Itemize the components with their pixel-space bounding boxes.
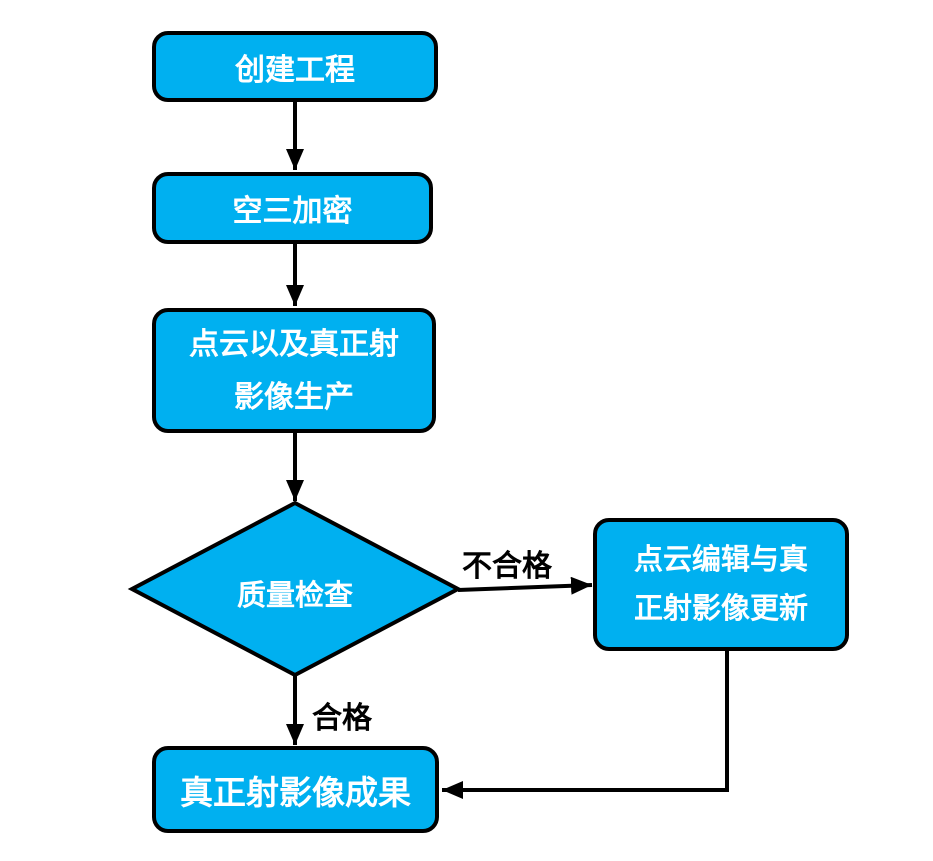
edge-label-pass: 合格 xyxy=(312,702,372,735)
node-ortho-result: 真正射影像成果 xyxy=(152,746,439,833)
edge-check-fail-to-edit xyxy=(457,576,593,595)
node-create-project-label: 创建工程 xyxy=(235,53,355,87)
node-aerial-triangulation: 空三加密 xyxy=(152,172,433,244)
edge-edit-to-result xyxy=(442,651,729,799)
node-pointcloud-ortho-production: 点云以及真正射 影像生产 xyxy=(152,308,436,433)
node-pointcloud-ortho-production-label-line2: 影像生产 xyxy=(234,380,354,414)
node-quality-check-label: 质量检查 xyxy=(236,580,353,612)
node-pointcloud-edit-update: 点云编辑与真 正射影像更新 xyxy=(593,518,849,651)
edge-label-fail: 不合格 xyxy=(462,550,552,583)
node-aerial-triangulation-label: 空三加密 xyxy=(232,195,353,228)
node-pointcloud-ortho-production-label-line1: 点云以及真正射 xyxy=(189,327,399,361)
node-create-project: 创建工程 xyxy=(152,31,438,102)
quality-check-diamond xyxy=(127,500,463,678)
node-pointcloud-edit-update-label-line2: 正射影像更新 xyxy=(633,592,808,625)
node-pointcloud-edit-update-label-line1: 点云编辑与真 xyxy=(633,543,808,576)
node-ortho-result-label: 真正射影像成果 xyxy=(180,773,411,811)
